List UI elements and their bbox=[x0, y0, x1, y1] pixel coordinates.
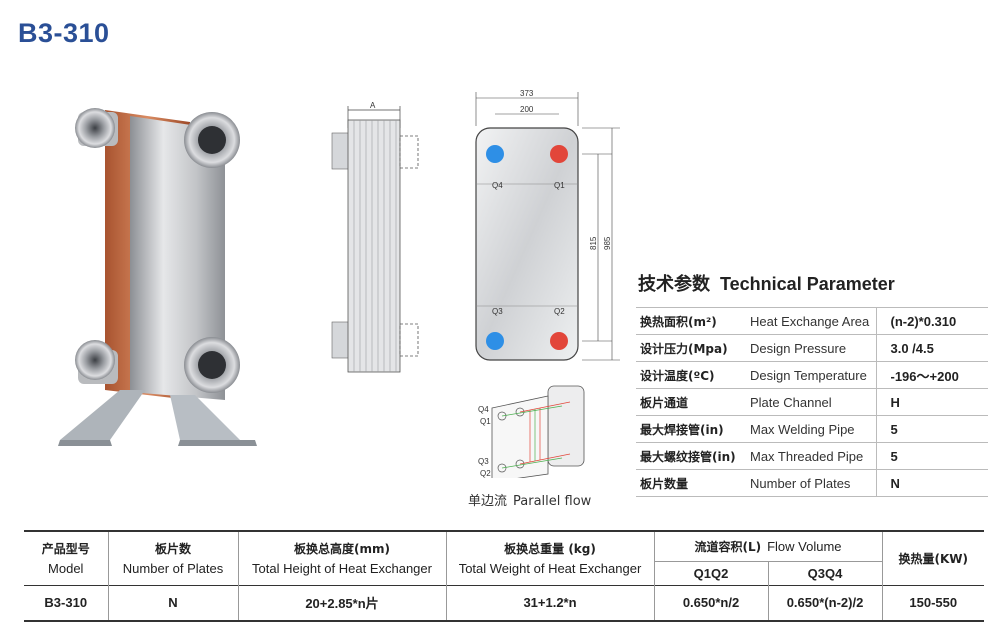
tech-heading-cn: 技术参数 bbox=[638, 274, 710, 295]
flow-caption: 单边流 Parallel flow bbox=[468, 490, 591, 509]
param-value: N bbox=[875, 469, 988, 497]
param-value: 5 bbox=[875, 442, 988, 470]
param-en: Max Welding Pipe bbox=[746, 415, 876, 443]
header-model: 产品型号 Model bbox=[24, 530, 108, 585]
cell-q1q2: 0.650*n/2 bbox=[653, 584, 768, 622]
dim-a-label: A bbox=[370, 101, 376, 110]
header-plates: 板片数 Number of Plates bbox=[107, 530, 238, 585]
table-row: 最大焊接管(in) Max Welding Pipe 5 bbox=[636, 415, 988, 443]
cell-height: 20+2.85*n片 bbox=[237, 584, 446, 622]
header-q3q4: Q3Q4 bbox=[767, 560, 882, 585]
param-value: -196～+200 bbox=[875, 361, 988, 389]
header-height-cn: 板换总高度(mm) bbox=[294, 542, 390, 557]
param-cn: 最大焊接管(in) bbox=[636, 415, 746, 443]
param-en: Number of Plates bbox=[746, 469, 876, 497]
front-view-drawing: 373 200 Q4 Q1 Q3 Q2 815 985 bbox=[475, 89, 620, 361]
table-row: 最大螺纹接管(in) Max Threaded Pipe 5 bbox=[636, 442, 988, 470]
header-heat-cn: 换热量(KW) bbox=[898, 551, 968, 566]
param-en: Design Temperature bbox=[746, 361, 876, 389]
cell-plates: N bbox=[107, 584, 238, 622]
table-row: 设计压力(Mpa) Design Pressure 3.0 /4.5 bbox=[636, 334, 988, 362]
dim-h2-label: 985 bbox=[603, 236, 612, 250]
header-plates-en: Number of Plates bbox=[122, 561, 224, 577]
table-row: B3-310 N 20+2.85*n片 31+1.2*n 0.650*n/2 0… bbox=[24, 584, 984, 622]
cell-model: B3-310 bbox=[24, 584, 108, 622]
port-q3-icon bbox=[486, 332, 504, 350]
param-cn: 换热面积(m²) bbox=[636, 307, 746, 335]
side-view-drawing: A bbox=[331, 101, 419, 373]
cell-q3q4: 0.650*(n-2)/2 bbox=[767, 584, 882, 622]
flow-port-label: Q3 bbox=[478, 457, 489, 466]
header-model-en: Model bbox=[48, 561, 84, 577]
flow-port-label: Q2 bbox=[480, 469, 491, 478]
param-value: (n-2)*0.310 bbox=[875, 307, 988, 335]
port-label: Q2 bbox=[554, 307, 565, 316]
port-q1-icon bbox=[550, 145, 568, 163]
parallel-flow-diagram: Q4 Q1 Q3 Q2 bbox=[478, 385, 585, 478]
param-value: 5 bbox=[875, 415, 988, 443]
tech-heading-en: Technical Parameter bbox=[720, 274, 895, 294]
param-en: Max Threaded Pipe bbox=[746, 442, 876, 470]
tech-parameter-heading: 技术参数 Technical Parameter bbox=[638, 270, 895, 296]
header-weight: 板换总重量 (kg) Total Weight of Heat Exchange… bbox=[445, 530, 654, 585]
param-cn: 板片数量 bbox=[636, 469, 746, 497]
table-row: 板片数量 Number of Plates N bbox=[636, 469, 988, 497]
flow-port-label: Q1 bbox=[480, 417, 491, 426]
param-value: H bbox=[875, 388, 988, 416]
param-cn: 设计温度(ºC) bbox=[636, 361, 746, 389]
header-height-en: Total Height of Heat Exchanger bbox=[252, 561, 432, 577]
header-weight-en: Total Weight of Heat Exchanger bbox=[458, 561, 642, 577]
header-weight-cn: 板换总重量 (kg) bbox=[504, 542, 596, 557]
page-title: B3-310 bbox=[18, 18, 110, 48]
table-row: 换热面积(m²) Heat Exchange Area (n-2)*0.310 bbox=[636, 307, 988, 335]
cell-weight: 31+1.2*n bbox=[445, 584, 654, 622]
table-row: 板片通道 Plate Channel H bbox=[636, 388, 988, 416]
port-q4-icon bbox=[486, 145, 504, 163]
flow-caption-cn: 单边流 bbox=[468, 494, 508, 509]
header-flow-en: Flow Volume bbox=[767, 538, 842, 554]
param-cn: 板片通道 bbox=[636, 388, 746, 416]
port-q2-icon bbox=[550, 332, 568, 350]
port-label: Q1 bbox=[554, 181, 565, 190]
param-en: Heat Exchange Area bbox=[746, 307, 876, 335]
header-flow-volume: 流道容积(L) Flow Volume bbox=[653, 530, 882, 561]
flow-port-label: Q4 bbox=[478, 405, 489, 414]
header-q1q2: Q1Q2 bbox=[653, 560, 768, 585]
tech-parameter-table: 换热面积(m²) Heat Exchange Area (n-2)*0.310 … bbox=[636, 307, 988, 497]
port-label: Q4 bbox=[492, 181, 503, 190]
port-label: Q3 bbox=[492, 307, 503, 316]
param-cn: 最大螺纹接管(in) bbox=[636, 442, 746, 470]
param-cn: 设计压力(Mpa) bbox=[636, 334, 746, 362]
param-value: 3.0 /4.5 bbox=[875, 334, 988, 362]
param-en: Design Pressure bbox=[746, 334, 876, 362]
header-heat: 换热量(KW) bbox=[881, 530, 984, 585]
header-height: 板换总高度(mm) Total Height of Heat Exchanger bbox=[237, 530, 446, 585]
heat-exchanger-image bbox=[58, 108, 257, 446]
cell-heat: 150-550 bbox=[881, 584, 984, 622]
param-en: Plate Channel bbox=[746, 388, 876, 416]
model-spec-table: 产品型号 Model 板片数 Number of Plates 板换总高度(mm… bbox=[24, 530, 984, 622]
table-row: 设计温度(ºC) Design Temperature -196～+200 bbox=[636, 361, 988, 389]
dim-port-label: 200 bbox=[520, 105, 534, 114]
header-model-cn: 产品型号 bbox=[41, 542, 90, 557]
flow-caption-en: Parallel flow bbox=[513, 494, 592, 509]
dim-h1-label: 815 bbox=[589, 236, 598, 250]
dim-width-label: 373 bbox=[520, 89, 534, 98]
header-flow-cn: 流道容积(L) bbox=[694, 539, 762, 554]
header-plates-cn: 板片数 bbox=[154, 542, 191, 557]
